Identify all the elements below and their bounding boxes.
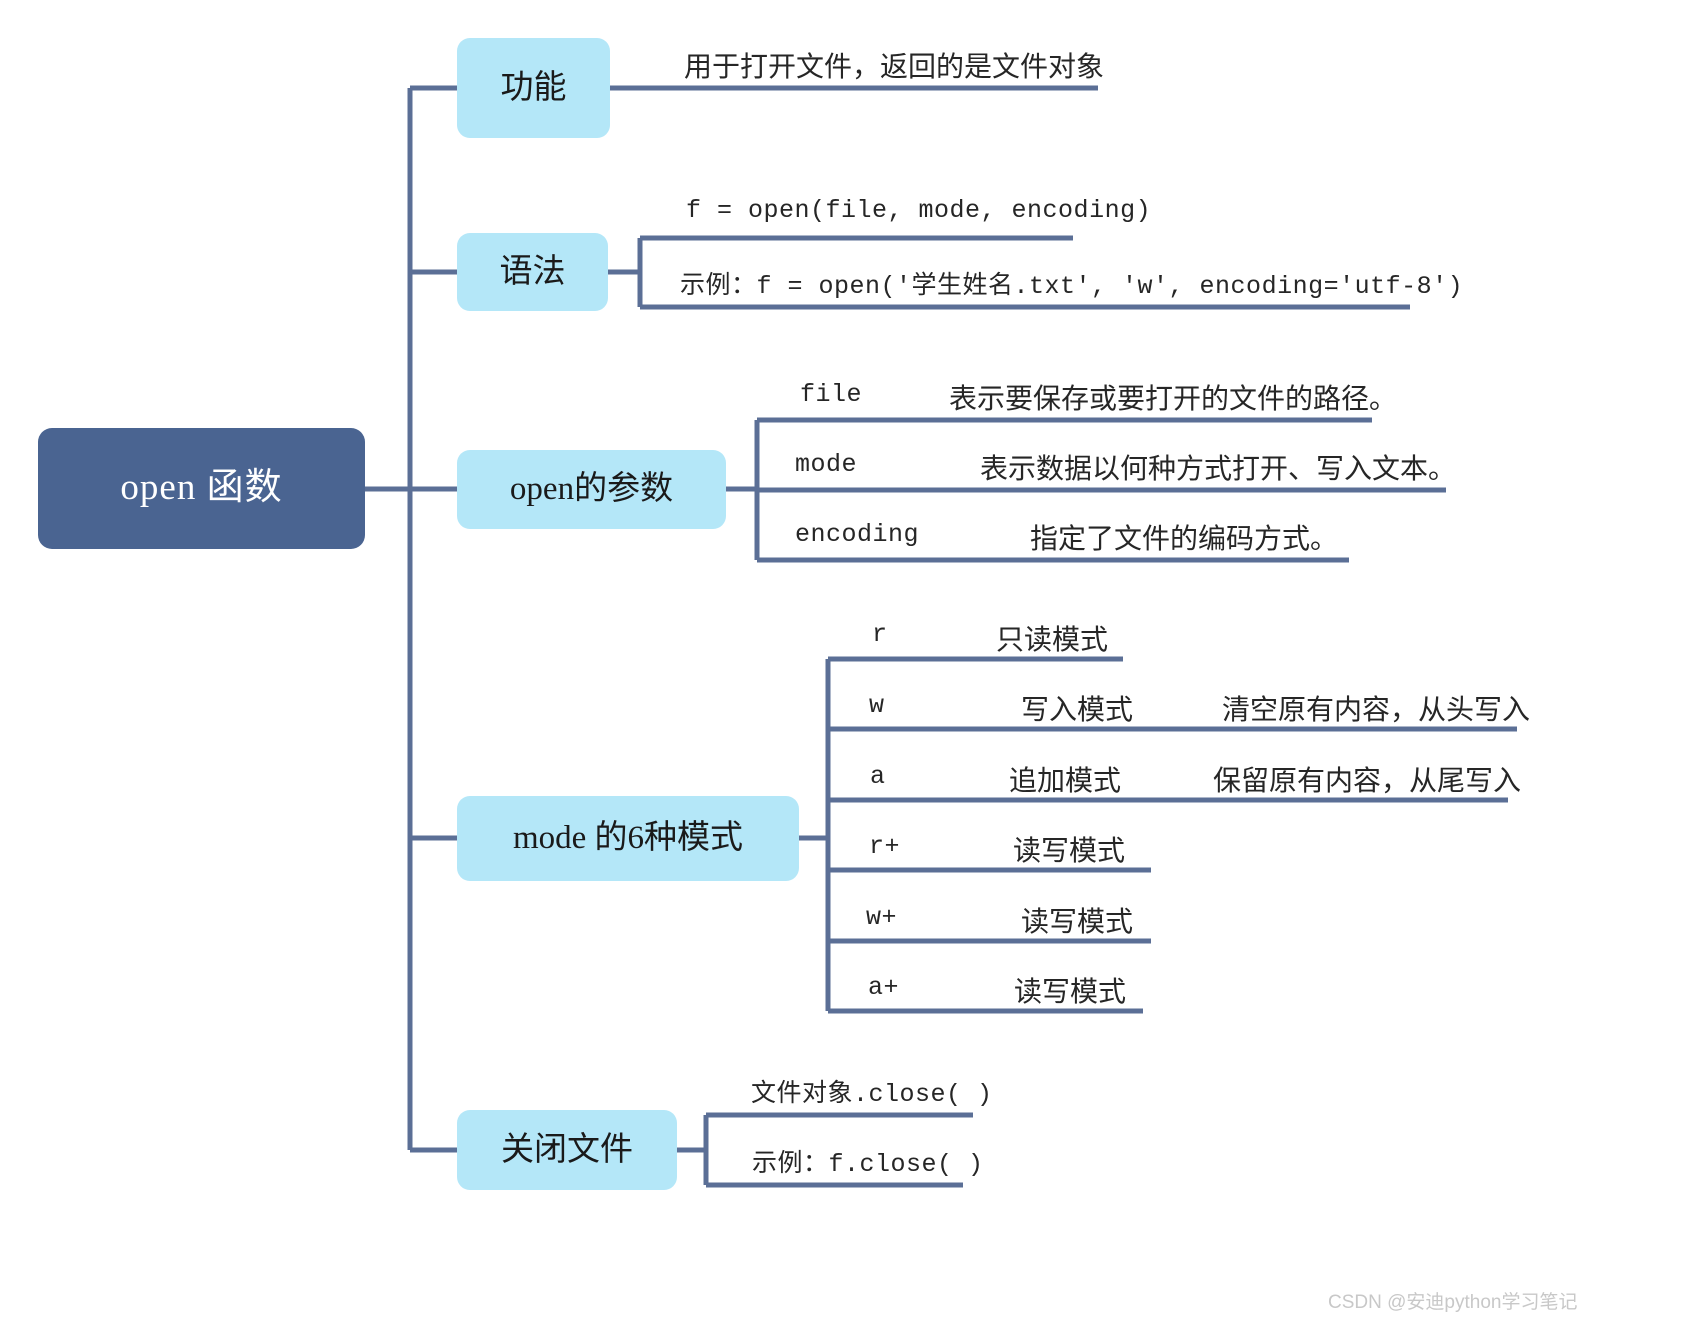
branch-label-function: 功能: [500, 69, 567, 106]
leaf-mode-desc-wplus: 读写模式: [1021, 907, 1134, 938]
leaf-mode-note-a: 保留原有内容，从尾写入: [1213, 766, 1522, 797]
leaf-mode-desc-a: 追加模式: [1009, 766, 1122, 797]
branch-label-params: open的参数: [509, 471, 674, 508]
leaf-close-example: 示例：f.close( ): [752, 1150, 984, 1179]
leaf-syntax-example: 示例：f = open('学生姓名.txt', 'w', encoding='u…: [680, 272, 1464, 301]
leaf-param-desc-encoding: 指定了文件的编码方式。: [1030, 524, 1339, 555]
branch-label-close: 关闭文件: [501, 1131, 633, 1168]
leaf-param-name-file: file: [800, 380, 863, 409]
branch-label-modes: mode 的6种模式: [512, 820, 744, 857]
root-node[interactable]: open 函数: [38, 428, 365, 549]
leaf-function-description: 用于打开文件，返回的是文件对象: [684, 52, 1105, 83]
watermark-label: CSDN @安迪python学习笔记: [1328, 1292, 1578, 1313]
leaf-param-desc-mode: 表示数据以何种方式打开、写入文本。: [980, 454, 1457, 485]
branch-node-close[interactable]: 关闭文件: [457, 1110, 677, 1190]
leaf-param-name-encoding: encoding: [795, 520, 920, 549]
leaf-mode-desc-rplus: 读写模式: [1013, 836, 1126, 867]
leaf-param-name-mode: mode: [795, 450, 858, 479]
leaf-mode-name-rplus: r+: [869, 832, 901, 861]
branch-node-modes[interactable]: mode 的6种模式: [457, 796, 799, 881]
root-node-label: open 函数: [120, 467, 283, 509]
leaf-param-desc-file: 表示要保存或要打开的文件的路径。: [949, 384, 1398, 415]
leaf-mode-desc-aplus: 读写模式: [1014, 977, 1127, 1008]
branch-label-syntax: 语法: [499, 253, 566, 290]
branch-node-function[interactable]: 功能: [457, 38, 610, 138]
leaf-mode-desc-w: 写入模式: [1021, 695, 1134, 726]
leaf-mode-note-w: 清空原有内容，从头写入: [1222, 695, 1531, 726]
leaf-mode-name-aplus: a+: [868, 973, 900, 1002]
leaf-mode-name-a: a: [870, 762, 886, 791]
leaf-mode-name-wplus: w+: [866, 903, 898, 932]
leaf-syntax-signature: f = open(file, mode, encoding): [686, 196, 1152, 225]
leaf-close-method: 文件对象.close( ): [751, 1080, 993, 1109]
leaf-mode-name-w: w: [869, 691, 885, 720]
leaf-mode-desc-r: 只读模式: [996, 625, 1109, 656]
branch-node-params[interactable]: open的参数: [457, 450, 726, 529]
leaf-mode-name-r: r: [872, 620, 888, 649]
branch-node-syntax[interactable]: 语法: [457, 233, 608, 311]
